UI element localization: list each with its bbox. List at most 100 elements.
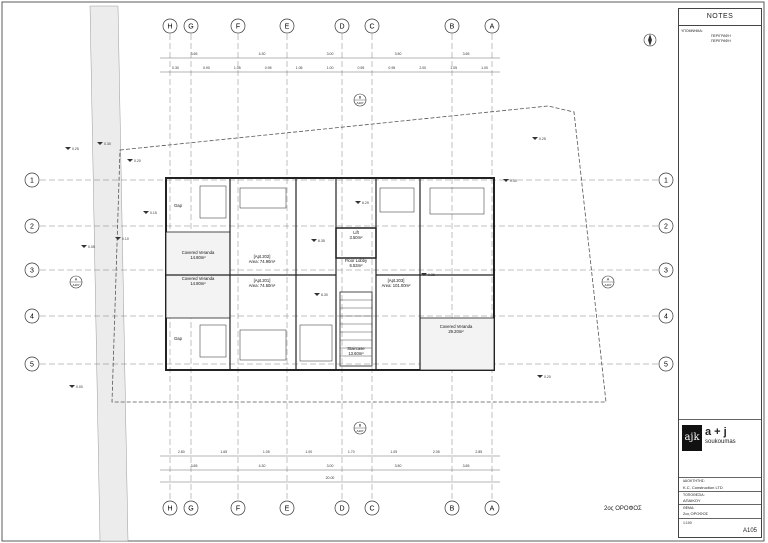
grid-bubble-col: G (183, 18, 199, 34)
scale-value: 1:100 (683, 521, 692, 525)
grid-bubble-col: D (334, 500, 350, 516)
dimension-label: 2.80 (178, 450, 185, 454)
svg-text:3: 3 (30, 268, 34, 275)
svg-text:Covered Veranda: Covered Veranda (182, 250, 215, 255)
grid-bubble-col: H (162, 500, 178, 516)
svg-text:A107: A107 (356, 429, 363, 433)
svg-text:2: 2 (30, 224, 34, 231)
dimension-label: 3.00 (327, 464, 334, 468)
grid-bubble-col: F (230, 500, 246, 516)
legend-item: ΠΕΡΙΓΡΑΦΗ (711, 39, 731, 43)
svg-text:Staircase: Staircase (347, 346, 365, 351)
svg-text:0.05: 0.05 (88, 245, 95, 249)
dimension-label: 3.65 (463, 52, 470, 56)
svg-text:1: 1 (30, 178, 34, 185)
level-marker: 0.20 (127, 159, 141, 163)
room-label: [Apt.201]Area: 74.50m² (249, 278, 276, 288)
dimension-label: 3.65 (191, 464, 198, 468)
svg-text:3: 3 (664, 268, 668, 275)
dimension-label: 0.90 (203, 66, 210, 70)
dimension-label: 2.05 (433, 450, 440, 454)
svg-text:B: B (450, 24, 455, 31)
dimension-label: 1.65 (220, 450, 227, 454)
svg-text:0.00: 0.00 (76, 385, 83, 389)
svg-text:F: F (236, 24, 240, 31)
grid-bubble-row: 5 (24, 356, 40, 372)
svg-text:0.25: 0.25 (72, 147, 79, 151)
dimension-label: 1.70 (348, 450, 355, 454)
room-label: [Apt.203]Area: 101.00m² (382, 278, 411, 288)
grid-bubble-col: D (334, 18, 350, 34)
grid-bubble-col: H (162, 18, 178, 34)
level-marker: 0.00 (69, 385, 83, 389)
room-label: Gap (174, 336, 183, 341)
dimension-label: 4.30 (259, 52, 266, 56)
company-logo: ajk (682, 425, 702, 451)
dimension-label: 1.00 (327, 66, 334, 70)
road-strip (89, 5, 129, 542)
level-marker: 0.36 (421, 273, 435, 277)
svg-text:0.30: 0.30 (510, 179, 517, 183)
dimension-label: 0.95 (388, 66, 395, 70)
svg-text:H: H (167, 24, 172, 31)
dimension-label: 3.50 (395, 52, 402, 56)
legend-item: ΠΕΡΙΓΡΑΦΗ (711, 34, 731, 38)
svg-text:[Apt.201]: [Apt.201] (254, 278, 271, 283)
svg-text:G: G (188, 506, 193, 513)
svg-text:Area: 74.90m²: Area: 74.90m² (249, 259, 276, 264)
grid-bubble-col: G (183, 500, 199, 516)
level-marker: 0.05 (81, 245, 95, 249)
dimension-label: 1.05 (390, 450, 397, 454)
svg-text:A: A (607, 278, 610, 282)
svg-text:Floor Lobby: Floor Lobby (345, 258, 368, 263)
grid-bubble-row: 5 (658, 356, 674, 372)
legend-label: ΥΠΟΜΝΗΜΑ: (681, 29, 703, 33)
grid-bubble-col: C (364, 18, 380, 34)
legend: ΥΠΟΜΝΗΜΑ: ΠΕΡΙΓΡΑΦΗ ΠΕΡΙΓΡΑΦΗ (681, 29, 731, 44)
svg-text:H: H (167, 506, 172, 513)
dimension-label: 0.95 (265, 66, 272, 70)
dimension-label: 3.00 (327, 52, 334, 56)
svg-text:0.36: 0.36 (428, 273, 435, 277)
grid-bubble-col: C (364, 500, 380, 516)
svg-text:[Apt.202]: [Apt.202] (254, 254, 271, 259)
grid-bubble-col: B (444, 500, 460, 516)
level-marker: 0.15 (143, 211, 157, 215)
grid-bubble-col: F (230, 18, 246, 34)
grid-bubble-col: A (484, 18, 500, 34)
svg-text:6.35: 6.35 (318, 239, 325, 243)
svg-text:6.30: 6.30 (321, 293, 328, 297)
svg-text:E: E (285, 506, 290, 513)
grid-bubble-row: 3 (658, 262, 674, 278)
client-label: ΙΔΙΟΚΤΗΤΗΣ: (683, 479, 705, 483)
dimension-label: 2.85 (475, 450, 482, 454)
svg-text:0.20: 0.20 (134, 159, 141, 163)
room-label: Gap (174, 203, 183, 208)
svg-text:A: A (75, 278, 78, 282)
svg-text:0.10: 0.10 (122, 237, 129, 241)
grid-bubble-row: 2 (24, 218, 40, 234)
svg-text:A107: A107 (72, 283, 79, 287)
title-block: NOTES ΥΠΟΜΝΗΜΑ: ΠΕΡΙΓΡΑΦΗ ΠΕΡΙΓΡΑΦΗ ajk … (678, 8, 762, 538)
building (165, 177, 495, 371)
grid-bubble-row: 4 (24, 308, 40, 324)
svg-text:A107: A107 (604, 283, 611, 287)
dimension-label: 1.05 (234, 66, 241, 70)
grid-bubble-col: A (484, 500, 500, 516)
overall-dimension: 20.00 (326, 476, 335, 480)
brand-subname: soukoumas (705, 439, 736, 445)
svg-text:1: 1 (664, 178, 668, 185)
svg-text:B: B (450, 506, 455, 513)
svg-text:3.50m²: 3.50m² (349, 235, 363, 240)
svg-text:C: C (369, 506, 374, 513)
level-marker: 0.30 (503, 179, 517, 183)
svg-text:14.80m²: 14.80m² (190, 255, 206, 260)
north-arrow-icon (643, 33, 657, 47)
grid-bubble-col: E (279, 18, 295, 34)
